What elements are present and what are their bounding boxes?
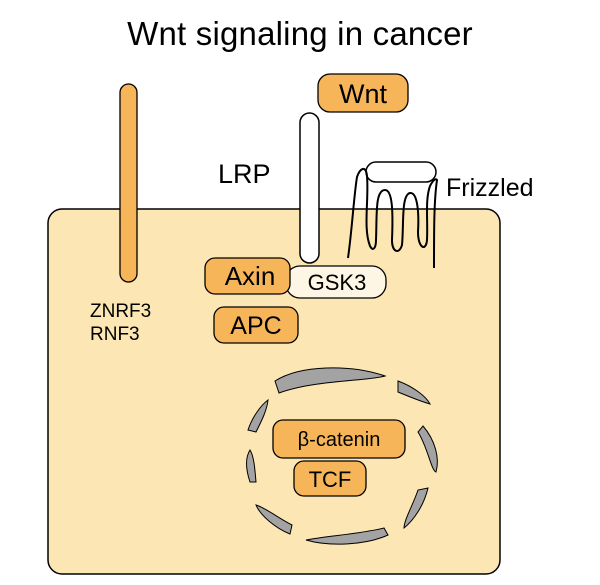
wnt-protein xyxy=(317,73,409,113)
apc-protein xyxy=(213,306,299,344)
tcf-label: TCF xyxy=(309,467,352,492)
nucleus-fragment xyxy=(403,487,429,530)
frizzled-label: Frizzled xyxy=(446,174,534,202)
znrf3-label: ZNRF3 xyxy=(90,301,151,322)
frizzled-receptor xyxy=(347,168,439,269)
gsk3-label: GSK3 xyxy=(308,270,367,295)
beta-catenin-label: β-catenin xyxy=(298,429,381,451)
lrp-label: LRP xyxy=(218,159,271,189)
beta-catenin-protein xyxy=(272,419,406,459)
tcf-protein xyxy=(293,460,367,497)
rnf3-label: RNF3 xyxy=(90,324,140,345)
nucleus-fragment xyxy=(305,527,389,545)
nucleus-fragment xyxy=(247,398,269,433)
nucleus-fragment xyxy=(397,380,431,405)
axin-label: Axin xyxy=(225,261,276,291)
frizzled-cap xyxy=(365,161,437,183)
diagram-title: Wnt signaling in cancer xyxy=(127,15,473,52)
nucleus-fragment xyxy=(255,504,293,535)
nucleus-envelope xyxy=(246,367,438,545)
apc-label: APC xyxy=(230,312,281,340)
wnt-label: Wnt xyxy=(339,79,388,109)
nucleus-fragment xyxy=(417,425,438,473)
axin-protein xyxy=(204,257,291,295)
cell-body xyxy=(47,208,501,575)
nucleus-fragment xyxy=(274,367,387,394)
lrp-receptor xyxy=(299,112,320,264)
nucleus-fragment xyxy=(246,449,257,483)
znrf3-receptor xyxy=(119,83,138,283)
